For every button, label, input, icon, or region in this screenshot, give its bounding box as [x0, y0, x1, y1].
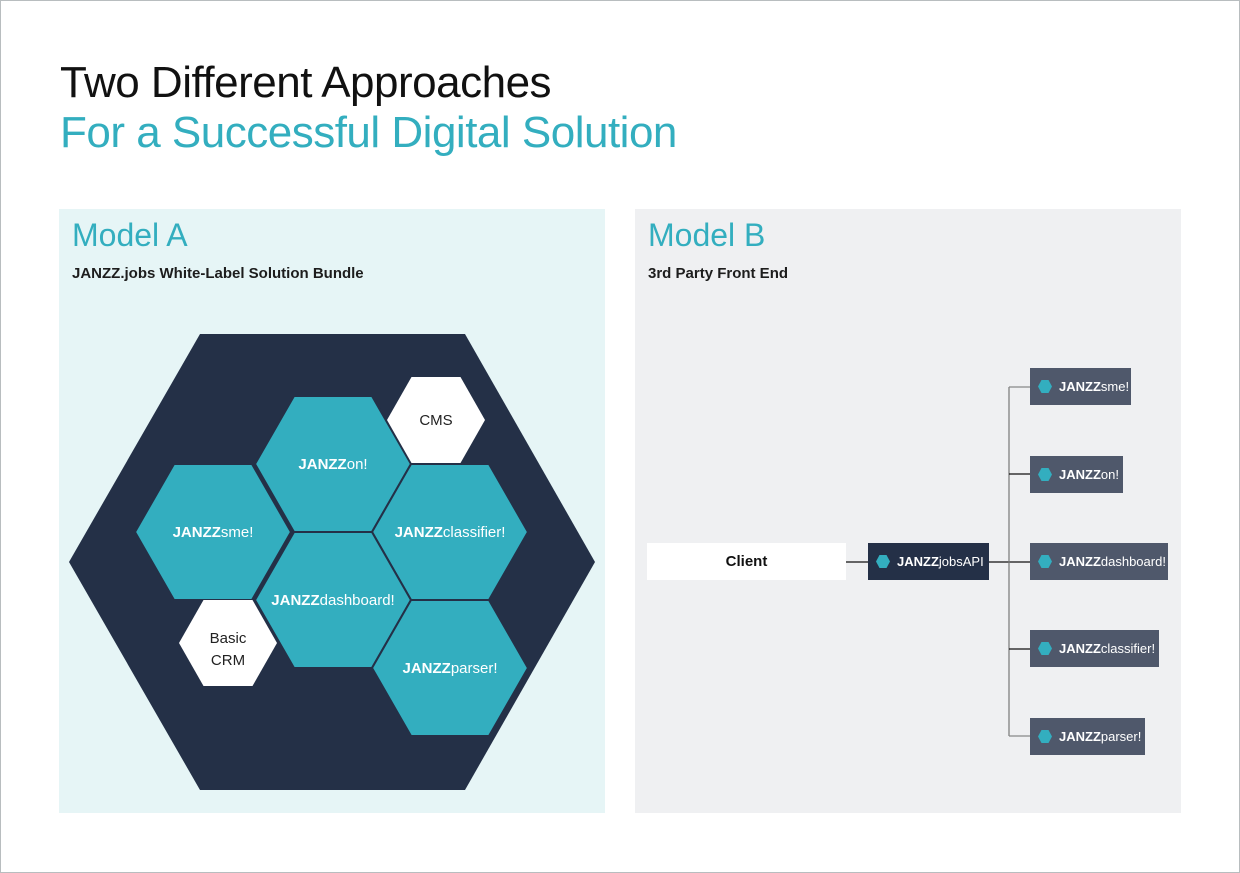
hexagon-icon	[1038, 730, 1052, 743]
module-suffix: dashboard!	[1100, 554, 1166, 569]
model-a-heading: Model A	[72, 217, 188, 253]
cms-label: CMS	[419, 412, 452, 429]
basic-crm-hexagon	[179, 600, 277, 686]
hexagon-icon	[876, 555, 890, 568]
module-brand: JANZZ	[1059, 641, 1101, 656]
module-brand: JANZZ	[1059, 554, 1101, 569]
module-label: JANZZon!	[298, 456, 367, 473]
api-brand: JANZZ	[897, 554, 939, 569]
title-line-1: Two Different Approaches	[60, 58, 552, 107]
module-hexagon	[133, 463, 293, 601]
api-suffix: jobsAPI	[938, 554, 984, 569]
hexagon-icon	[1038, 380, 1052, 393]
hexagon-icon	[1038, 468, 1052, 481]
module-suffix: classifier!	[1100, 641, 1156, 656]
module-label: JANZZsme!	[173, 524, 254, 541]
model-a-subtitle: JANZZ.jobs White-Label Solution Bundle	[72, 265, 364, 282]
module-brand: JANZZ	[1059, 729, 1101, 744]
module-label: JANZZclassifier!	[395, 524, 506, 541]
module-suffix: parser!	[1100, 729, 1142, 744]
module-hexagon	[370, 599, 530, 737]
module-suffix: sme!	[1100, 379, 1130, 394]
client-box: Client	[647, 543, 846, 580]
basic-crm-label: Basic	[210, 630, 247, 647]
module-brand: JANZZ	[1059, 467, 1101, 482]
cms-hexagon	[387, 377, 485, 463]
hexagon-icon	[1038, 642, 1052, 655]
model-b-panel: Model B 3rd Party Front End	[635, 209, 1181, 813]
model-b-heading: Model B	[648, 217, 766, 253]
hexagon-icon	[1038, 555, 1052, 568]
module-label: JANZZparser!	[402, 660, 497, 677]
model-b-subtitle: 3rd Party Front End	[648, 265, 789, 282]
module-suffix: on!	[1100, 467, 1119, 482]
module-label: JANZZdashboard!	[271, 592, 394, 609]
basic-crm-label: CRM	[211, 652, 245, 669]
module-brand: JANZZ	[1059, 379, 1101, 394]
title-line-2: For a Successful Digital Solution	[60, 108, 677, 157]
